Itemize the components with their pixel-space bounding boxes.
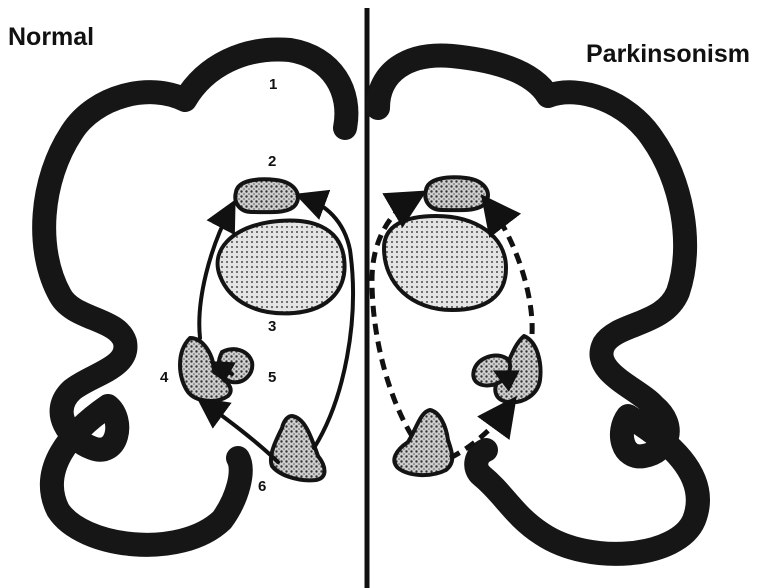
- left-panel-title: Normal: [8, 23, 94, 51]
- parkinsonism-nucleus-3: [384, 216, 506, 310]
- parkinsonism-nucleus-2: [425, 177, 488, 210]
- label-region-3: 3: [268, 318, 276, 335]
- normal-nucleus-2: [235, 179, 298, 212]
- label-region-5: 5: [268, 369, 276, 386]
- normal-nucleus-3: [218, 221, 345, 314]
- normal-nucleus-6: [271, 416, 325, 480]
- label-region-2: 2: [268, 153, 276, 170]
- parkinsonism-nucleus-5: [473, 356, 510, 386]
- normal-nucleus-5: [219, 349, 253, 382]
- right-panel-title: Parkinsonism: [586, 40, 750, 68]
- normal-panel: 1 2 3 4 5 6: [44, 49, 353, 544]
- label-region-4: 4: [160, 369, 169, 386]
- label-region-6: 6: [258, 478, 266, 495]
- parkinsonism-panel: [372, 55, 698, 553]
- label-region-1: 1: [269, 76, 277, 93]
